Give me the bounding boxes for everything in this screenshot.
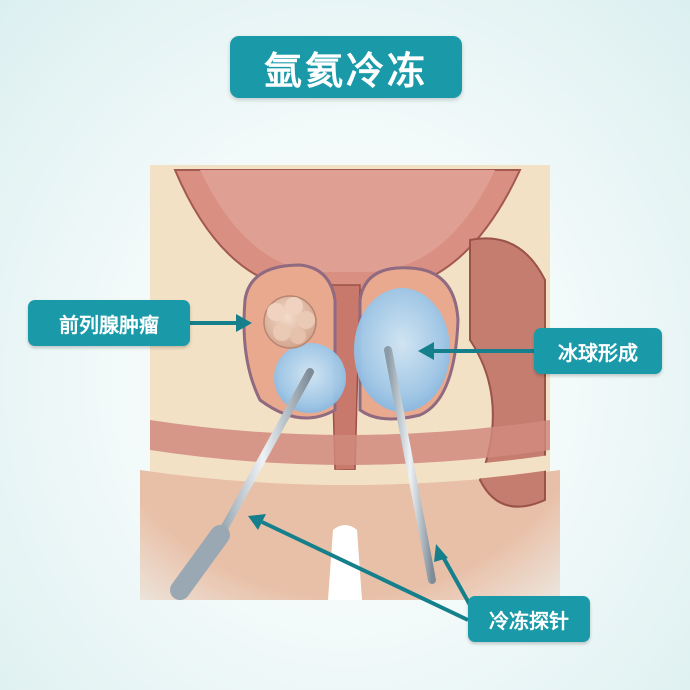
arrow-probe-left	[261, 520, 469, 622]
label-cryo-probe-text: 冷冻探针	[489, 608, 569, 633]
arrow-probe-right	[440, 554, 472, 606]
tumor-shape	[263, 295, 317, 349]
label-prostate-tumor-text: 前列腺肿瘤	[59, 312, 159, 337]
label-prostate-tumor: 前列腺肿瘤	[28, 300, 190, 346]
cryo-probe-right	[384, 346, 436, 584]
label-iceball-formation-text: 冰球形成	[558, 340, 638, 365]
cryo-probe-left	[170, 368, 314, 600]
label-iceball-formation: 冰球形成	[534, 328, 662, 374]
title-banner: 氩氦冷冻	[230, 36, 462, 98]
label-cryo-probe: 冷冻探针	[468, 596, 590, 642]
page-title: 氩氦冷冻	[263, 48, 428, 93]
